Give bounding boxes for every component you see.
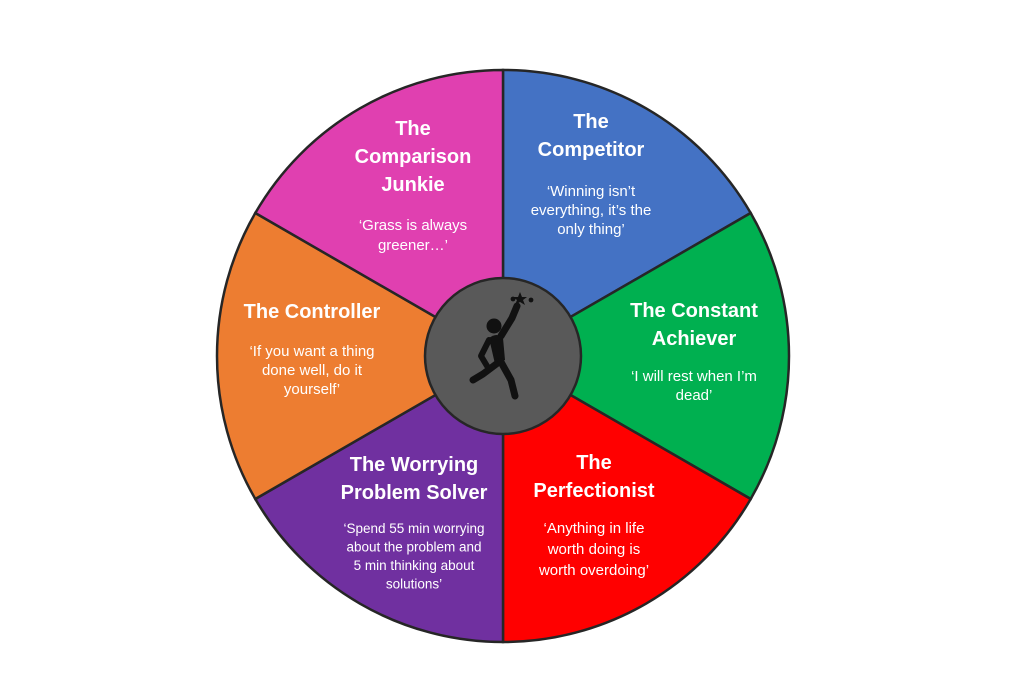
- segment-title-line: The Constant: [630, 300, 758, 322]
- segment-quote-line: greener…’: [378, 237, 448, 254]
- segment-title-line: The Worrying: [350, 454, 479, 476]
- segment-quote-line: ‘Grass is always: [359, 217, 467, 234]
- segment-title-line: The: [395, 118, 431, 140]
- segment-title-line: The: [573, 111, 609, 133]
- segment-quote-line: dead’: [676, 387, 713, 404]
- segment-quote-line: ‘If you want a thing: [249, 343, 374, 360]
- segment-quote-line: ‘Spend 55 min worrying: [343, 521, 484, 536]
- segment-constant-achiever: [500, 211, 791, 501]
- segment-quote-line: about the problem and: [346, 540, 481, 555]
- segment-competitor: [501, 68, 753, 359]
- segment-quote-line: everything, it’s the: [531, 202, 652, 219]
- segment-title-line: Competitor: [538, 139, 645, 161]
- segment-quote-line: ‘Anything in life: [544, 520, 645, 537]
- center-hub: [423, 276, 583, 436]
- segment-quote-line: only thing’: [557, 221, 625, 238]
- segment-title-line: The: [576, 452, 612, 474]
- person-reaching-for-stars-icon: [469, 292, 534, 400]
- segment-title-line: Problem Solver: [341, 482, 488, 504]
- segment-title-line: Perfectionist: [533, 480, 654, 502]
- segment-quote-line: 5 min thinking about: [354, 558, 475, 573]
- segment-title-line: Junkie: [381, 174, 444, 196]
- segment-label-controller: The Controller ‘If you want a thing done w…: [244, 301, 381, 398]
- segment-quote-line: ‘Winning isn’t: [547, 183, 636, 200]
- segment-quote-line: worth doing is: [547, 541, 641, 558]
- segment-title-line: The Controller: [244, 301, 381, 323]
- segment-worrying-problem-solver: [253, 353, 505, 644]
- segment-comparison-junkie: [253, 68, 505, 359]
- segment-controller: [215, 211, 506, 501]
- segment-quote-line: worth overdoing’: [538, 562, 649, 579]
- segment-quote-line: yourself’: [284, 381, 340, 398]
- segment-quote-line: done well, do it: [262, 362, 363, 379]
- segment-title-line: Comparison: [355, 146, 472, 168]
- segment-title-line: Achiever: [652, 328, 737, 350]
- segment-quote-line: solutions’: [386, 577, 442, 592]
- segment-perfectionist: [501, 353, 753, 644]
- segment-quote-line: ‘I will rest when I’m: [631, 368, 757, 385]
